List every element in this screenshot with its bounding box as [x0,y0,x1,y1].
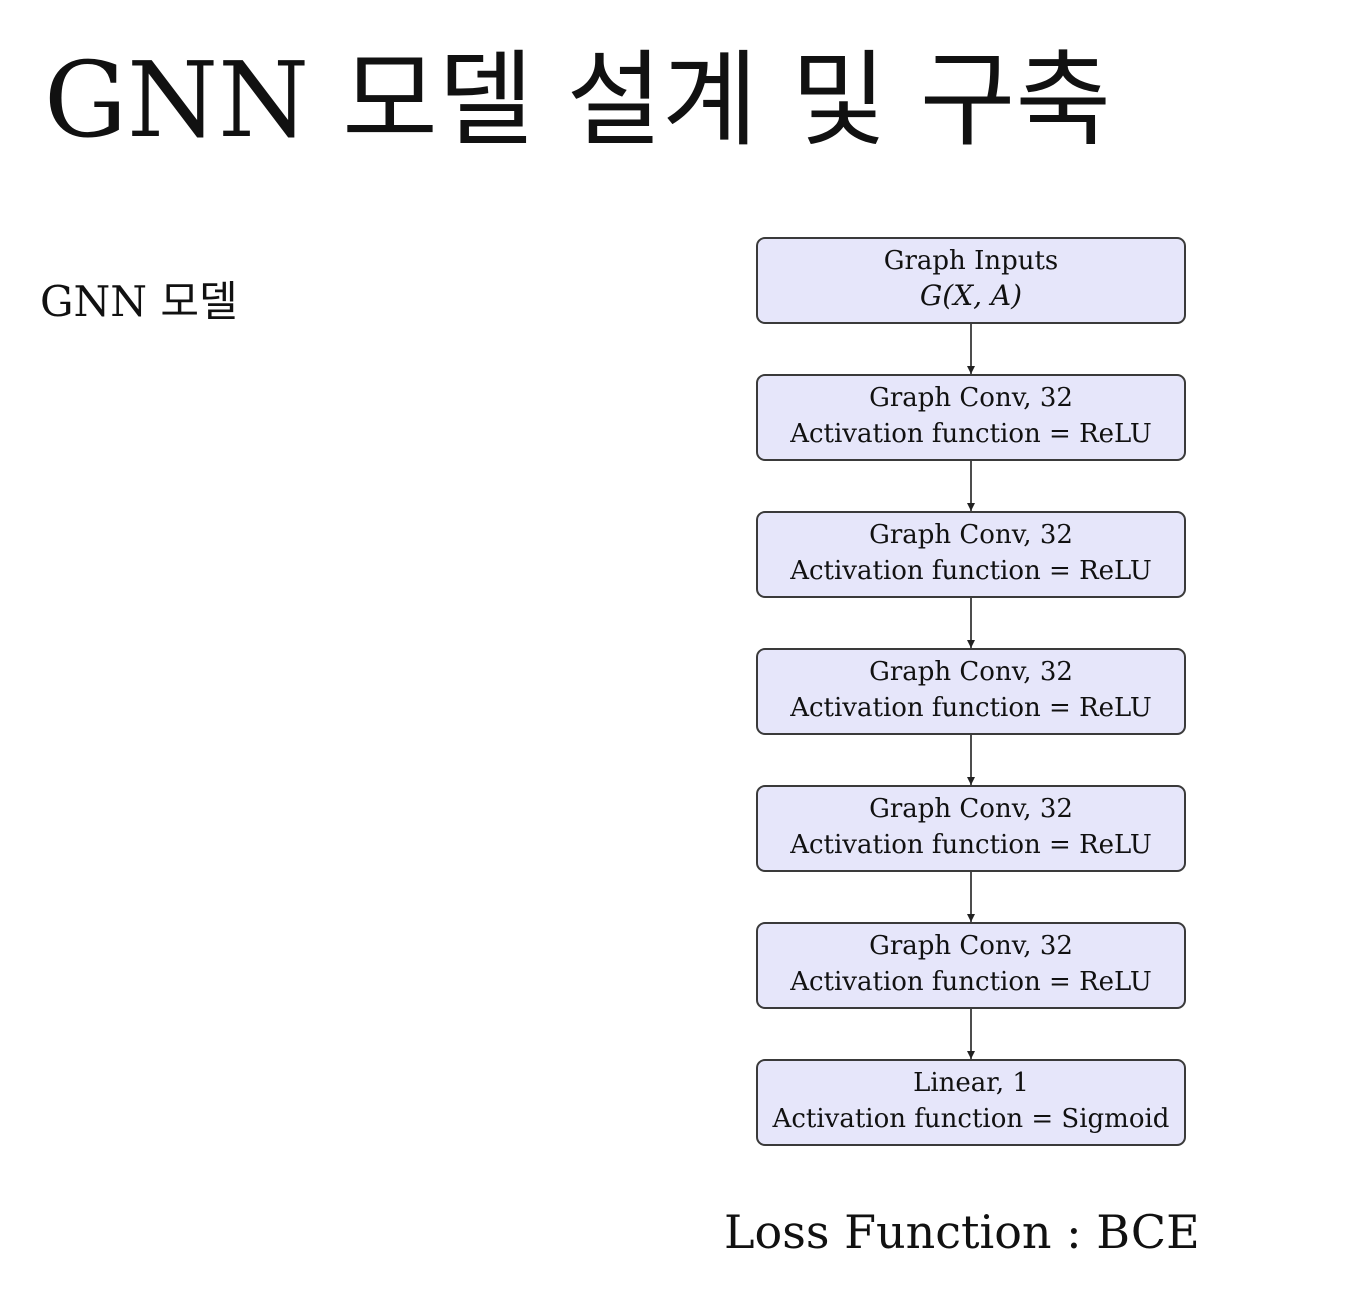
node-title: Graph Conv, 32 [869,383,1073,413]
node-graph-conv-1: Graph Conv, 32 Activation function = ReLU [756,374,1186,461]
node-title: Graph Conv, 32 [869,657,1073,687]
node-subtitle: Activation function = ReLU [789,967,1152,997]
page-title: GNN 모델 설계 및 구축 [44,39,1112,161]
node-box [756,511,1186,598]
node-title: Graph Conv, 32 [869,931,1073,961]
node-subtitle: Activation function = ReLU [789,556,1152,586]
node-title: Graph Inputs [884,246,1059,276]
node-subtitle: Activation function = ReLU [789,419,1152,449]
node-box [756,922,1186,1009]
loss-function-label: Loss Function : BCE [724,1205,1200,1259]
node-box [756,1059,1186,1146]
node-graph-conv-5: Graph Conv, 32 Activation function = ReLU [756,922,1186,1009]
node-title: Linear, 1 [913,1068,1029,1098]
node-graph-conv-2: Graph Conv, 32 Activation function = ReLU [756,511,1186,598]
node-box [756,374,1186,461]
section-label: GNN 모델 [40,277,238,326]
node-linear-output: Linear, 1 Activation function = Sigmoid [756,1059,1186,1146]
node-subtitle: Activation function = ReLU [789,830,1152,860]
node-math-expression: G(X, A) [920,279,1022,312]
node-subtitle: Activation function = ReLU [789,693,1152,723]
node-box [756,785,1186,872]
node-title: Graph Conv, 32 [869,520,1073,550]
node-graph-conv-3: Graph Conv, 32 Activation function = ReLU [756,648,1186,735]
node-title: Graph Conv, 32 [869,794,1073,824]
node-box [756,237,1186,324]
node-subtitle: Activation function = Sigmoid [772,1104,1170,1134]
node-graph-conv-4: Graph Conv, 32 Activation function = ReLU [756,785,1186,872]
node-box [756,648,1186,735]
